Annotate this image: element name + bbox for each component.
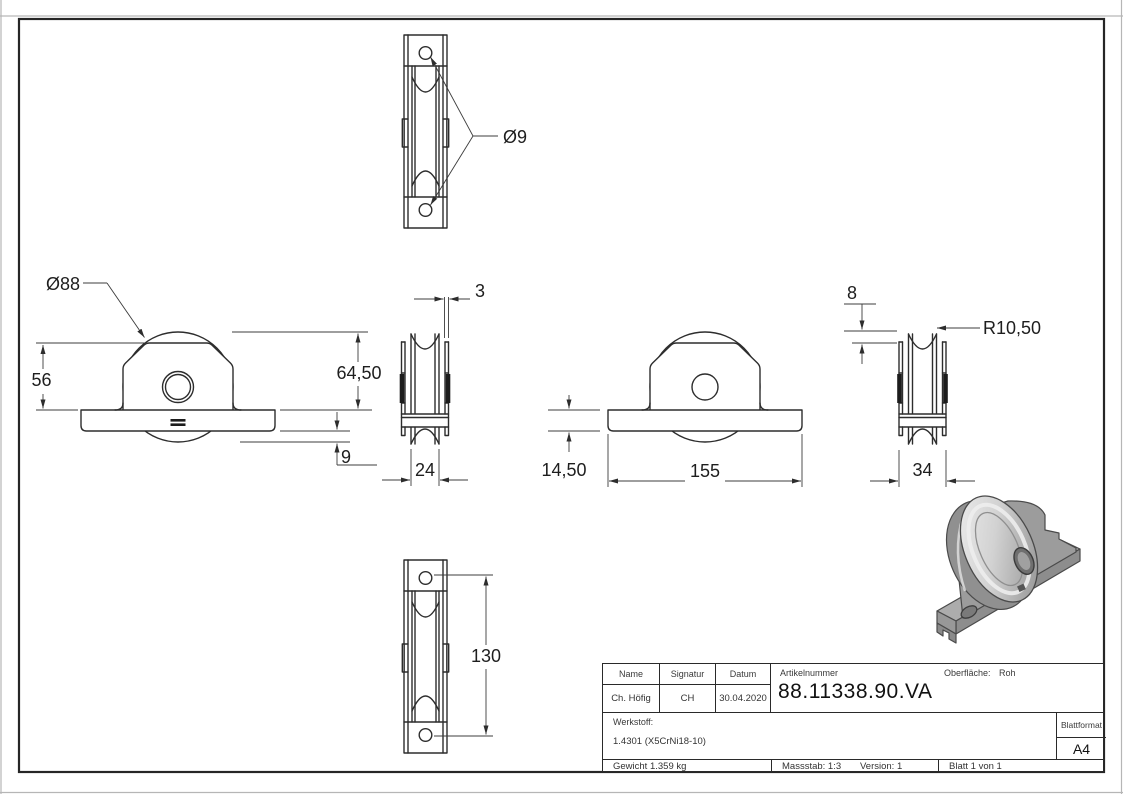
titleblock-gewicht-cell: Gewicht 1.359 kg [603,759,771,773]
dim-label-wheel-diameter: Ø88 [46,274,80,294]
header-name-label: Name [618,669,643,679]
view-side-left: 3 24 [382,281,485,486]
dim-hole-spacing: 130 [434,574,501,737]
werkstoff-label: Werkstoff: [613,717,654,727]
datum-value: 30.04.2020 [719,693,767,704]
titleblock-blattformat-cell: Blattformat A4 [1056,712,1106,760]
header-signatur-label: Signatur [670,669,705,679]
dim-label-hole-spacing: 130 [471,646,501,666]
render-weld-mark [1017,583,1026,592]
title-block: Name Signatur Datum Ch. Höfig CH 30.04.2… [602,663,1106,773]
oberflaeche-label: Oberfläche: [944,668,991,678]
titleblock-signatur-value: CH [660,685,716,712]
view-bottom-plan: 130 [401,559,501,754]
gewicht-value: Gewicht 1.359 kg [613,761,687,772]
version-value: Version: 1 [860,761,903,772]
view-side-right: 8 R10,50 34 [844,283,1041,487]
dim-groove-depth: 8 [844,283,897,364]
dim-label-groove-radius: R10,50 [983,318,1041,338]
dim-label-hole-diameter: Ø9 [503,127,527,147]
dim-plate-thickness: 3 [414,281,485,338]
artikelnummer-label: Artikelnummer [780,668,839,678]
dim-wheel-width: 24 [382,449,468,486]
view-front-center: 14,50 155 [541,331,803,487]
dim-label-bracket-height: 56 [31,370,51,390]
titleblock-header-signatur: Signatur [660,664,716,685]
render-wheel-highlight [966,502,1032,596]
dim-wheel-diameter: Ø88 [46,274,145,338]
dim-label-groove-depth: 8 [847,283,857,303]
view-top-plan: Ø9 [401,34,527,229]
dim-overall-width: 34 [870,450,975,487]
titleblock-artikelnummer-cell: Artikelnummer Oberfläche: Roh 88.11338.9… [771,664,1105,712]
dim-hole-diameter: Ø9 [430,56,527,206]
dim-label-overall-width: 34 [912,460,932,480]
name-value: Ch. Höfig [611,693,651,704]
view-3d-isometric [936,495,1081,644]
titleblock-massstab-cell: Massstab: 1:3 Version: 1 [771,759,938,773]
blattformat-label: Blattformat [1060,720,1103,730]
massstab-value: Massstab: 1:3 [782,761,842,772]
titleblock-name-value: Ch. Höfig [603,685,660,712]
view-front-left: Ø88 56 64,50 9 [31,274,381,467]
dim-wheel-protrusion: 9 [240,412,377,467]
dim-base-length: 155 [607,434,803,487]
titleblock-blatt-cell: Blatt 1 von 1 [938,759,1105,773]
dim-base-height: 14,50 [541,395,600,480]
dim-label-wheel-width: 24 [415,460,435,480]
header-datum-label: Datum [729,669,757,679]
render-wheel-groove-edge [974,511,1024,587]
dim-label-overall-height: 64,50 [336,363,381,383]
render-wheel [959,495,1039,603]
dim-label-base-length: 155 [690,461,720,481]
drawing-frame [17,17,1106,774]
render-base-flange [936,622,957,644]
blattformat-value-cell: A4 [1057,738,1106,760]
signatur-value: CH [680,693,695,704]
dim-overall-height: 64,50 [232,331,382,411]
render-base-hole [960,605,978,619]
dim-label-wheel-protrusion: 9 [341,447,351,467]
titleblock-header-datum: Datum [716,664,771,685]
titleblock-datum-value: 30.04.2020 [716,685,771,712]
titleblock-werkstoff-cell: Werkstoff: 1.4301 (X5CrNi18-10) [603,712,1056,759]
render-axle-hole [1013,546,1035,576]
oberflaeche-value: Roh [999,668,1016,678]
werkstoff-value: 1.4301 (X5CrNi18-10) [613,736,706,747]
titleblock-header-name: Name [603,664,660,685]
dim-bracket-height: 56 [31,342,147,411]
blattformat-value: A4 [1072,741,1091,757]
dim-groove-radius: R10,50 [937,318,1041,338]
dim-label-plate-thickness: 3 [475,281,485,301]
dim-label-base-height: 14,50 [541,460,586,480]
blattformat-label-cell: Blattformat [1057,713,1106,738]
blatt-value: Blatt 1 von 1 [949,761,1002,772]
artikelnummer-value: 88.11338.90.VA [778,680,933,703]
